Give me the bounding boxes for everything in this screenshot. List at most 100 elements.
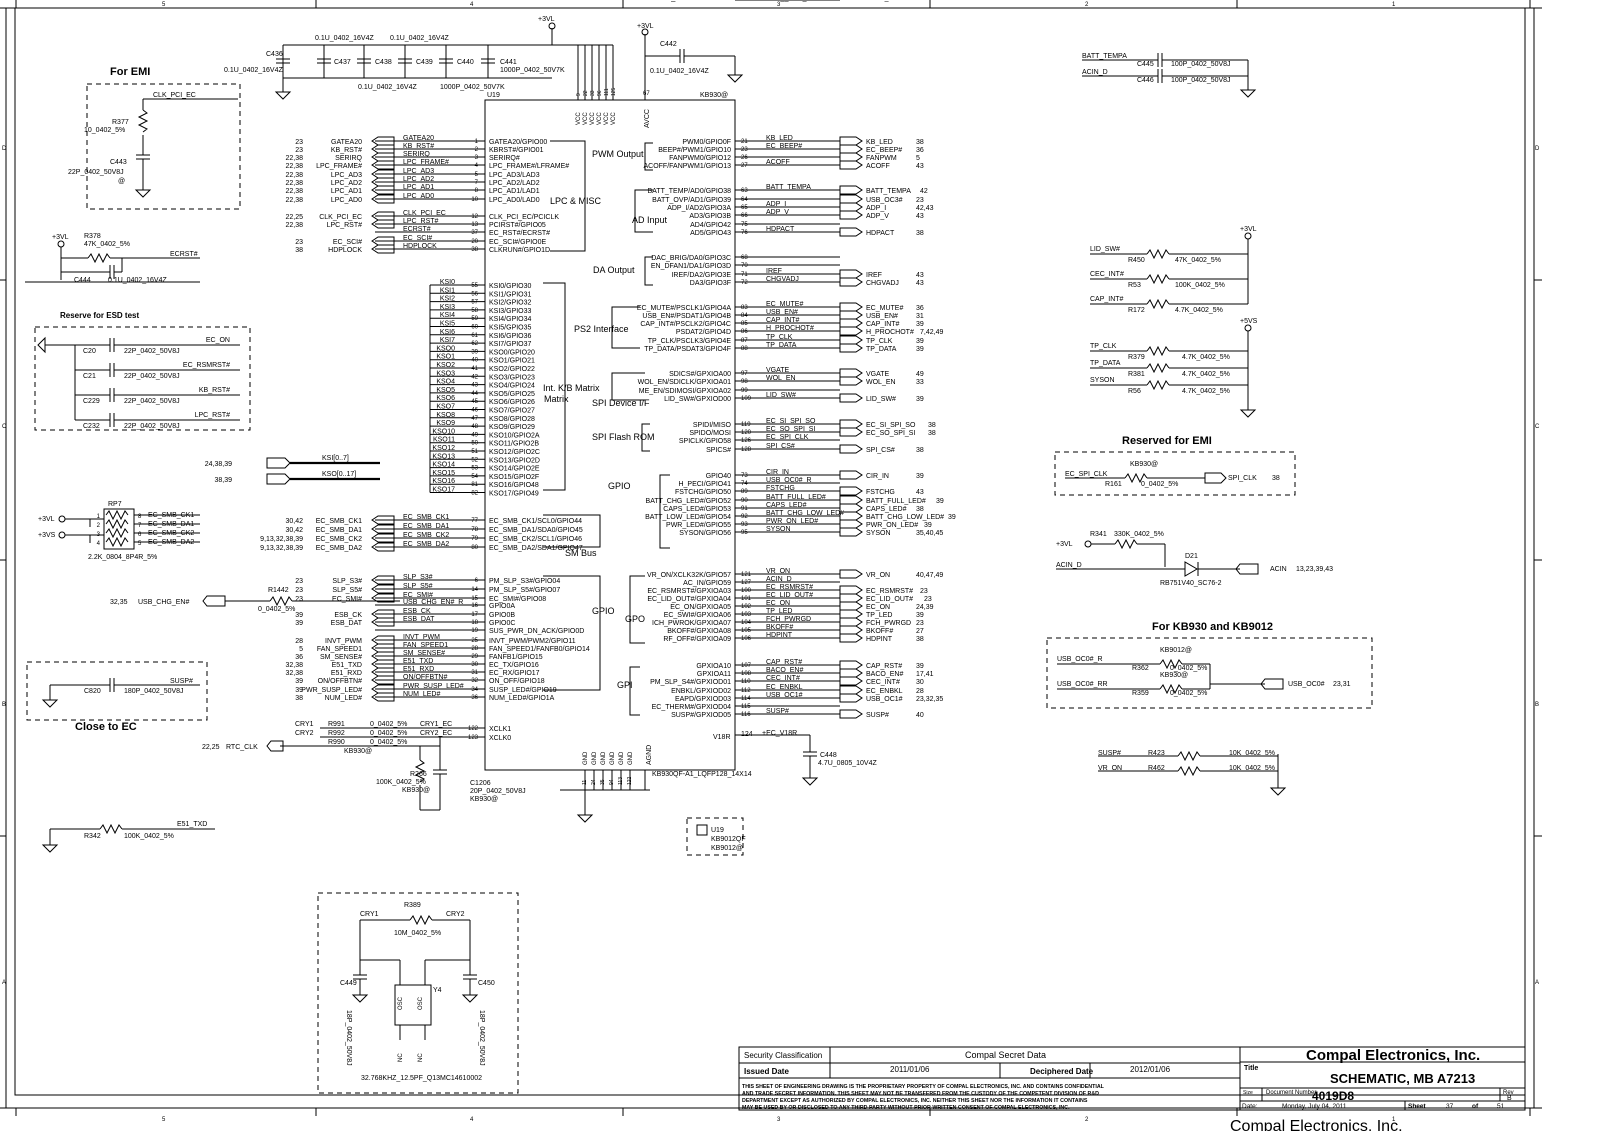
net-label: BACO_EN# <box>766 667 803 674</box>
pin-num: 50 <box>471 441 478 447</box>
net-ref: 24,39 <box>916 604 934 611</box>
v18r-label: V18R <box>713 734 731 741</box>
cap-c436: C436 <box>266 51 283 58</box>
ecrst-cv: 0.1U_0402_16V4Z <box>108 277 167 284</box>
acin-dv: RB751V40_SC76-2 <box>1160 580 1222 587</box>
crystal-osc1: OSC <box>398 996 404 1010</box>
gnd-pin: GND <box>592 751 598 765</box>
crystal-circuit: CRY1 CRY2 R389 10M_0402_5% C449 C450 18P… <box>317 892 519 1094</box>
net-name: NUM_LED# <box>325 695 362 702</box>
pin-name: ADP_I/AD2/GPIO3A <box>667 205 731 212</box>
cap-c441: C441 <box>500 59 517 66</box>
net-label: CAP_INT# <box>766 317 800 324</box>
u19-kb9012: U19 KB9012QF KB9012@ <box>686 817 746 856</box>
net-ref: 38 <box>916 506 924 513</box>
pullup3-r: R172 <box>1128 307 1145 314</box>
pin-name: SUSP#/GPXIOD05 <box>671 712 731 719</box>
pin-name: ACOFF/FANPWM1/GPIO13 <box>643 163 731 170</box>
crystal-cry1: CRY1 <box>360 911 379 918</box>
kb9012-n2: USB_OC0#_RR <box>1057 681 1108 688</box>
net-label: SM_SENSE# <box>403 650 445 657</box>
zone-bot-1: 1 <box>1392 1117 1396 1123</box>
pullup5-r: R379 <box>1128 354 1145 361</box>
zone-top-1: 1 <box>1392 2 1396 8</box>
r266-v: 100K_0402_5% <box>376 779 426 786</box>
net-name: SYSON <box>866 530 891 537</box>
sheet-border <box>5 7 1535 1109</box>
pin-num: 42 <box>471 374 478 380</box>
net-name: CAPS_LED# <box>866 506 907 513</box>
net-ref: 43 <box>916 280 924 287</box>
rtc-ref: 22,25 <box>202 744 220 751</box>
pin-num: 40 <box>471 358 478 364</box>
pin-name: XCLK0 <box>489 735 511 742</box>
crystal-c1: C449 <box>340 980 357 987</box>
pin-name: SUSP_LED#/GPIO19 <box>489 687 557 694</box>
acin-power: +3VL <box>1056 541 1073 548</box>
pullup5-r: R381 <box>1128 371 1145 378</box>
esd-cap-val: 22P_0402_50V8J <box>124 423 180 430</box>
pin-name: ME_EN/SDIMOSI/GPXIOA02 <box>639 388 731 395</box>
net-ref: 7,42,49 <box>920 329 943 336</box>
net-name: LPC_AD3 <box>331 172 362 179</box>
net-label: KSO4 <box>436 379 455 386</box>
vcc-pin: VCC <box>583 112 589 125</box>
group-kb: Int. K/B Matrix <box>543 383 600 393</box>
acin-r: R341 <box>1090 531 1107 538</box>
pin-name: KSO16/GPIO48 <box>489 482 539 489</box>
batt-c1: C445 <box>1137 61 1154 68</box>
net-name: SLP_S5# <box>332 587 362 594</box>
pin-name: EC_RSMRST#/GPXIOA03 <box>647 588 731 595</box>
gnd-pin: GND <box>619 751 625 765</box>
tb-notice3: DEPARTMENT EXCEPT AS AUTHORIZED BY COMPA… <box>742 1098 1088 1104</box>
pin-num: 119 <box>741 422 751 428</box>
group-ps2: PS2 Interface <box>574 324 629 334</box>
net-ref: 9,13,32,38,39 <box>260 545 303 552</box>
pin-name: EC_TX/GPIO16 <box>489 662 539 669</box>
net-name: EC_RSMRST# <box>866 588 913 595</box>
pin-num: 27 <box>741 163 748 169</box>
net-label: KSI7 <box>440 337 455 344</box>
emi-r: R377 <box>112 119 129 126</box>
net-name: BATT_FULL_LED# <box>866 498 926 505</box>
cap-top-val-b: 0.1U_0402_16V4Z <box>390 35 449 42</box>
vcc-pin: VCC <box>604 112 610 125</box>
gnd-pin: GND <box>583 751 589 765</box>
pin-num: 126 <box>741 438 752 444</box>
net-label: LPC_AD1 <box>403 184 434 191</box>
pin-num: 37 <box>471 230 478 236</box>
net-label: SLP_S5# <box>403 583 433 590</box>
pin-name: KSI1/GPIO31 <box>489 291 532 298</box>
net-label: TP_DATA <box>766 342 797 349</box>
net-label: KSO6 <box>436 395 455 402</box>
gnd-pin-num: 35 <box>600 779 606 785</box>
vcc-pin-num: 125 <box>611 87 617 96</box>
pin-num: 3 <box>475 155 479 161</box>
net-label: EC_MUTE# <box>766 301 803 308</box>
rp7-pin-l: 3 <box>97 532 101 538</box>
tb-sec-class: Security Classification <box>744 1051 822 1060</box>
kb9012-k2: KB930@ <box>1160 672 1188 679</box>
net-ref: 38 <box>916 139 924 146</box>
net-ref: 49 <box>916 371 924 378</box>
r991: R991 <box>328 721 345 728</box>
pin-num: 101 <box>741 596 752 602</box>
pin-name: EC_ON/GPXIOA05 <box>670 604 731 611</box>
pin-name: GPIO0B <box>489 612 515 619</box>
pin-num: 28 <box>471 646 478 652</box>
cap-top-val-a: 0.1U_0402_16V4Z <box>315 35 374 42</box>
pullup5-v: 4.7K_0402_5% <box>1182 388 1230 395</box>
group-lpc: LPC & MISC <box>550 196 602 206</box>
net-label: CIR_IN <box>766 469 789 476</box>
cap-c442: C442 <box>660 41 677 48</box>
esd-title: Reserve for ESD test <box>60 311 139 320</box>
pin-name: PBTN_OUT#/GPXIOD06 <box>653 0 731 2</box>
net-ref: 39 <box>916 338 924 345</box>
net-ref: 39 <box>916 321 924 328</box>
rp7-val: 2.2K_0804_8P4R_5% <box>88 554 157 561</box>
kb9012-r2: R359 <box>1132 690 1149 697</box>
net-label: ESB_DAT <box>403 616 435 623</box>
pin-name: PM_SLP_S3#/GPIO04 <box>489 578 560 585</box>
net-ref: 43 <box>916 213 924 220</box>
